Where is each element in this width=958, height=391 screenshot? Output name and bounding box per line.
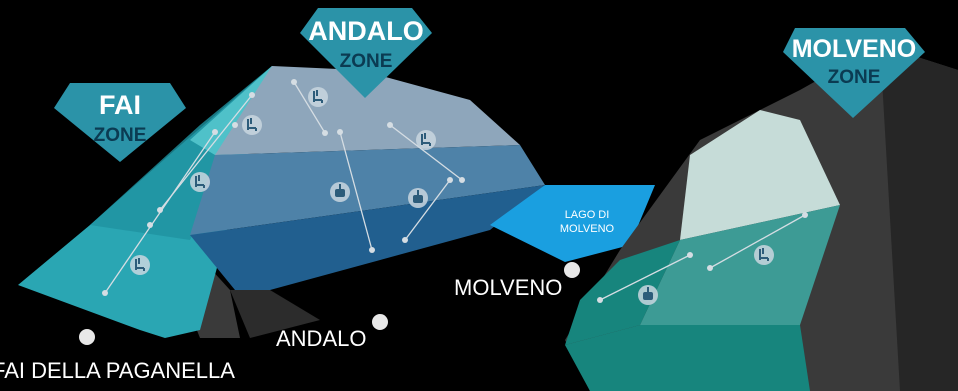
andalo-mid-slope[interactable] (190, 145, 545, 235)
lift-stations (102, 79, 808, 303)
molveno-lower-slope[interactable] (565, 325, 810, 391)
molveno-zone-title: MOLVENO (792, 35, 917, 63)
molveno-lower-left-slope[interactable] (565, 240, 680, 345)
molveno-badge-shape (783, 28, 925, 118)
andalo-zone-subtitle: ZONE (340, 51, 393, 72)
chairlift-icon[interactable] (189, 171, 211, 193)
andalo-upper-slope[interactable] (215, 66, 520, 155)
rock-shadow (880, 45, 958, 391)
town-marker-icon[interactable] (564, 262, 580, 278)
fai-zone-badge[interactable]: FAI ZONE (54, 83, 186, 162)
rock-face-foot (230, 290, 320, 338)
chairlift-icon[interactable] (307, 86, 329, 108)
town-label-andalo: ANDALO (276, 326, 366, 351)
chairlift-icon[interactable] (129, 254, 151, 276)
andalo-lower-slope[interactable] (190, 185, 545, 290)
lift-line (293, 81, 326, 134)
town-marker-icon[interactable] (79, 329, 95, 345)
lift-line (404, 179, 451, 241)
gondola-icon[interactable] (637, 284, 659, 306)
molveno-mid-slope[interactable] (640, 205, 840, 325)
fai-badge-shape (54, 83, 186, 162)
town-marker-icon[interactable] (372, 314, 388, 330)
gondola-icon[interactable] (407, 187, 429, 209)
lift-line (339, 131, 373, 251)
lift-line (159, 94, 253, 211)
andalo-zone-badge[interactable]: ANDALO ZONE (300, 8, 432, 98)
molveno-zone-subtitle: ZONE (828, 67, 881, 88)
lake-molveno (490, 185, 655, 262)
molveno-upper-slope[interactable] (680, 110, 840, 240)
town-label-molveno: MOLVENO (454, 275, 562, 300)
gondola-icon[interactable] (329, 181, 351, 203)
andalo-badge-shape (300, 8, 432, 98)
chairlift-icon[interactable] (753, 244, 775, 266)
lake-label-line1: LAGO DI (565, 209, 610, 221)
lift-line (599, 254, 691, 301)
molveno-zone-badge[interactable]: MOLVENO ZONE (783, 28, 925, 118)
fai-zone-title: FAI (99, 90, 141, 120)
lake-label-line2: MOLVENO (560, 223, 615, 235)
chairlift-icon[interactable] (241, 114, 263, 136)
town-label-fai: FAI DELLA PAGANELLA (0, 358, 235, 383)
lift-line (709, 214, 806, 269)
andalo-zone-title: ANDALO (308, 16, 424, 46)
chairlift-icon[interactable] (415, 129, 437, 151)
lift-line (389, 124, 463, 181)
fai-zone-subtitle: ZONE (94, 125, 147, 146)
molveno-massif (565, 45, 958, 391)
